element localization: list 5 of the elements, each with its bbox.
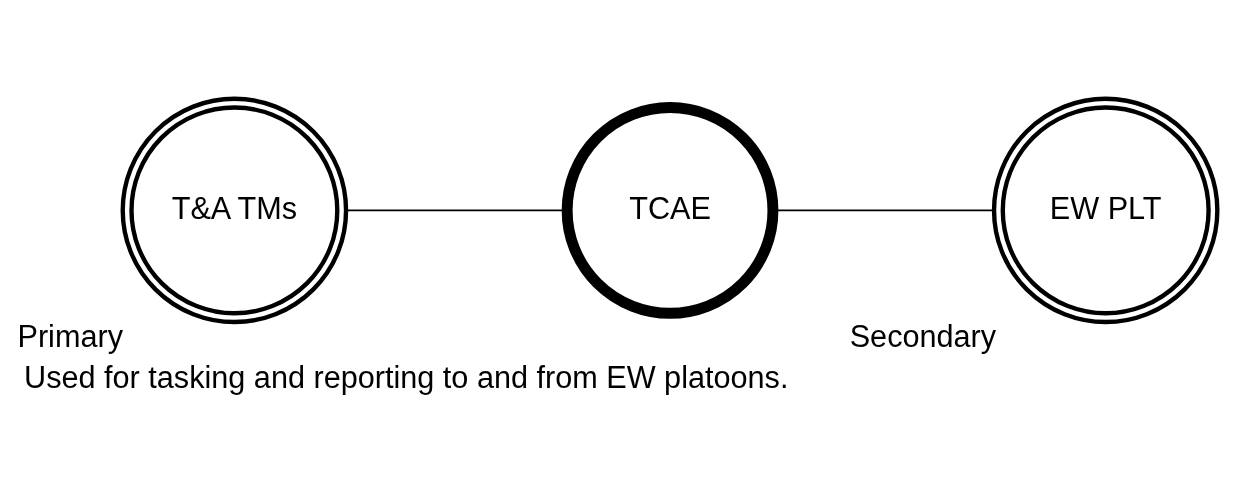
caption: Used for tasking and reporting to and from EW platoons. [24,360,789,395]
node-label: Primary [17,318,123,353]
node-circle: EW PLT [991,96,1220,325]
node-circle: T&A TMs [120,96,349,325]
node-circle: TCAE [561,102,779,319]
